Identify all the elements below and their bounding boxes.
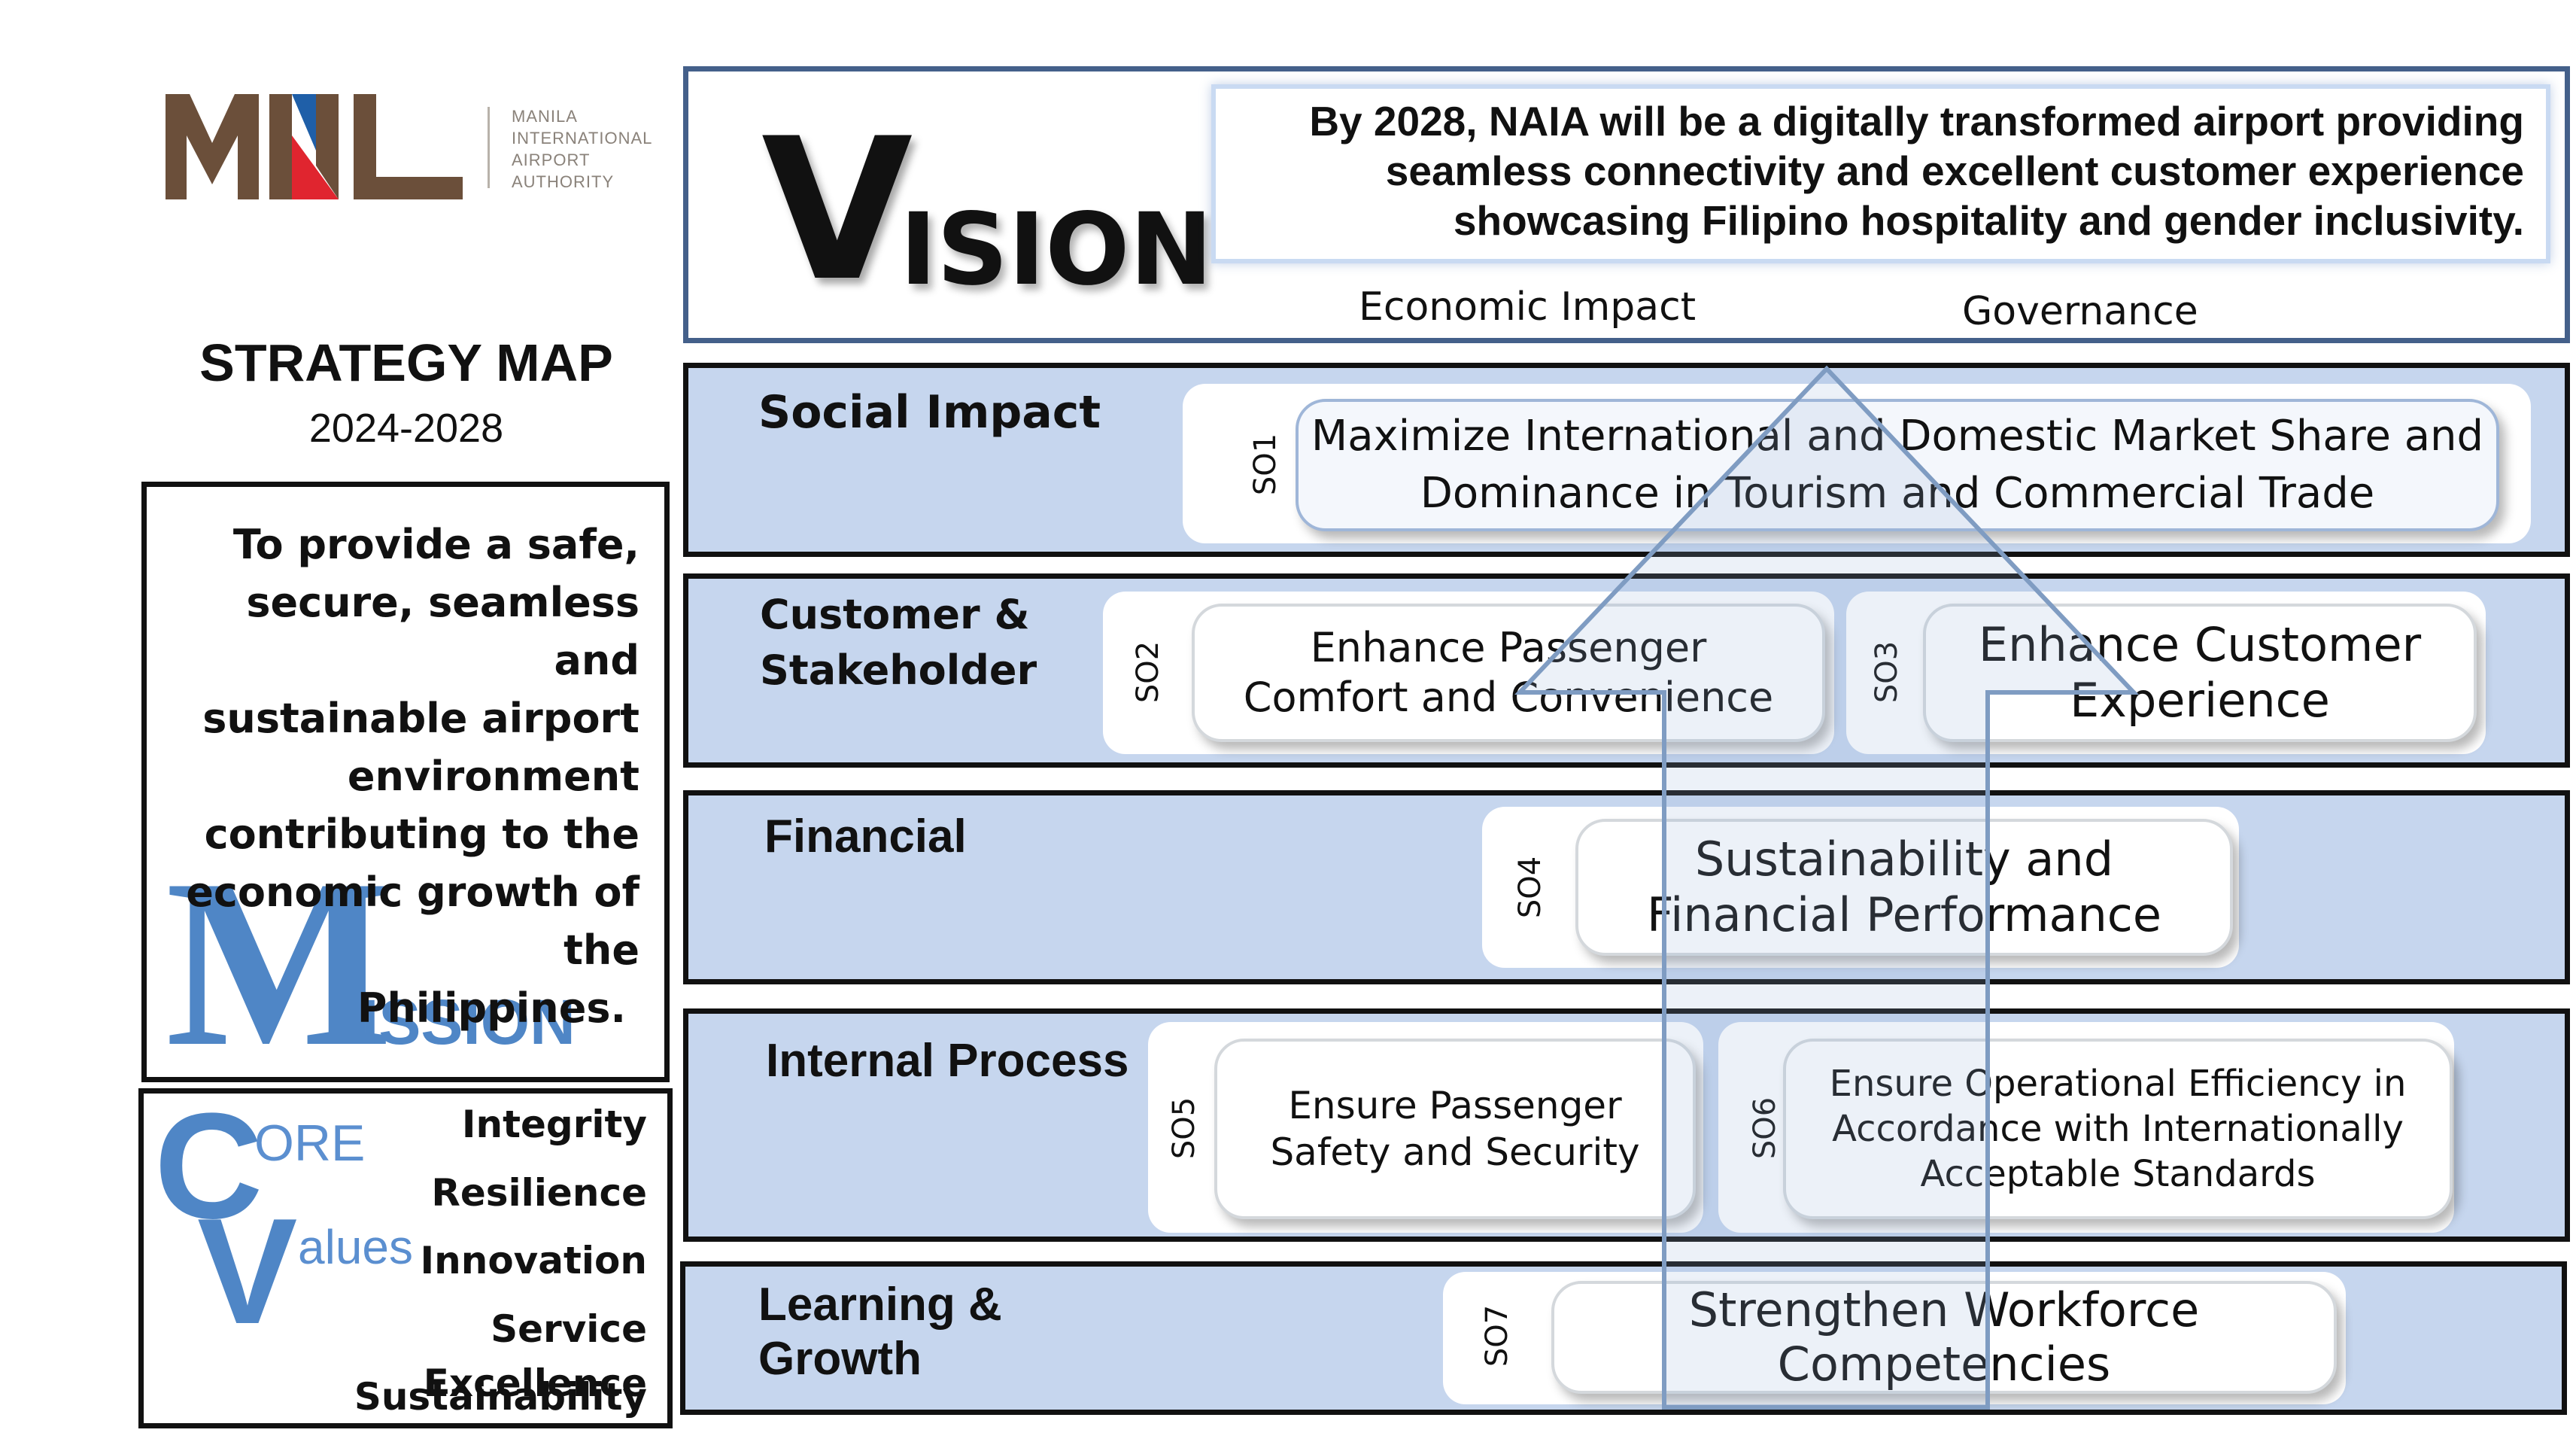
- objective-code-so4: SO4: [1513, 856, 1548, 919]
- perspective-label-learning-growth: Learning &Growth: [758, 1279, 1002, 1385]
- core-heading-rest: ORE: [254, 1115, 366, 1172]
- values-heading-rest: alues: [298, 1220, 413, 1274]
- core-value-item: Integrity: [461, 1103, 647, 1146]
- core-values-list: Integrity Resilience Innovation Service …: [286, 1097, 647, 1438]
- core-value-item: Innovation: [420, 1239, 647, 1282]
- objective-so1: Maximize International and Domestic Mark…: [1296, 399, 2499, 531]
- mnl-logo: [166, 94, 463, 199]
- mission-big-letter: M: [166, 830, 393, 1097]
- objective-code-so5: SO5: [1167, 1097, 1201, 1160]
- vision-big-letter: V: [761, 97, 913, 324]
- core-values-box: [138, 1088, 673, 1428]
- vision-statement: By 2028, NAIA will be a digitally transf…: [1309, 98, 2524, 244]
- objective-code-so1: SO1: [1248, 433, 1283, 496]
- strategy-map-title: STRATEGY MAP: [199, 333, 613, 392]
- vision-heading-rest: ISION: [900, 192, 1213, 308]
- perspective-label-internal-process: Internal Process: [766, 1035, 1129, 1087]
- governance-label: Governance: [1962, 289, 2198, 334]
- objective-code-so2: SO2: [1131, 640, 1165, 704]
- mission-box: [141, 482, 670, 1082]
- objective-code-so7: SO7: [1480, 1304, 1514, 1367]
- core-value-item: Service Excellence: [423, 1307, 647, 1405]
- logo-divider: [488, 107, 490, 188]
- core-big-letter: C: [154, 1082, 263, 1250]
- logo-authority-name: MANILA INTERNATIONAL AIRPORT AUTHORITY: [512, 107, 653, 191]
- core-value-item: Resilience: [431, 1170, 647, 1215]
- perspective-label-financial: Financial: [764, 811, 967, 862]
- vision-statement-box: [1211, 84, 2550, 263]
- objective-code-so3: SO3: [1870, 640, 1904, 704]
- economic-impact-label: Economic Impact: [1359, 284, 1697, 330]
- objective-code-so6: SO6: [1748, 1097, 1782, 1160]
- mission-statement: To provide a safe, secure, seamless and …: [186, 521, 639, 1032]
- strategy-map-years: 2024-2028: [308, 406, 504, 451]
- core-value-item: Sustainability: [354, 1375, 647, 1419]
- perspective-label-customer-stakeholder: Customer &Stakeholder: [760, 591, 1037, 694]
- mission-heading-rest: ISSION: [361, 987, 576, 1057]
- values-big-letter: V: [197, 1188, 298, 1355]
- perspective-label-social-impact: Social Impact: [758, 386, 1101, 439]
